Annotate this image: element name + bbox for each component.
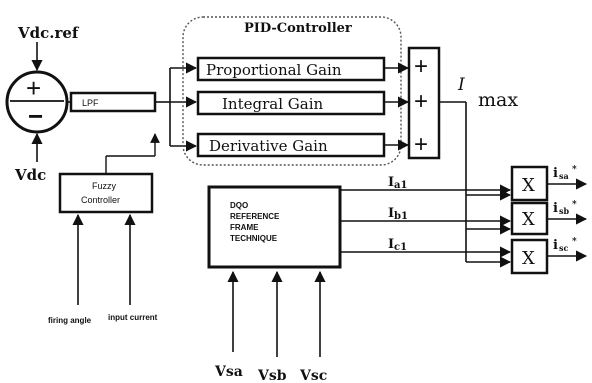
vsc-label: Vsc <box>299 368 327 383</box>
vdc-label: Vdc <box>14 166 46 184</box>
multiplier-b <box>510 201 549 236</box>
isb-sup: * <box>572 200 577 210</box>
isb-label: i <box>553 201 558 216</box>
isc-sup: * <box>572 237 577 247</box>
proportional-gain-block <box>196 56 386 82</box>
vdc-ref-label: Vdc.ref <box>17 24 80 42</box>
ib1-sub: b1 <box>394 211 408 222</box>
summer-plus: + <box>26 73 41 103</box>
isb-sub: sb <box>559 206 570 216</box>
isc-sub: sc <box>559 243 569 253</box>
fuzzy-controller-block <box>58 172 154 214</box>
multiplier-a <box>510 165 549 202</box>
firing-angle-label: firing angle <box>48 316 92 325</box>
vsa-label: Vsa <box>214 364 243 380</box>
imax-sub: max <box>478 89 518 111</box>
isa-label: i <box>553 166 558 181</box>
integral-gain-block <box>196 90 386 116</box>
derivative-gain-label: Derivative Gain <box>209 137 328 155</box>
adder-plus-2: + <box>414 88 428 115</box>
dqo-line2: REFERENCE <box>230 212 280 221</box>
lpf-label: LPF <box>82 98 99 108</box>
isa-sup: * <box>572 165 577 175</box>
multiplier-b-symbol: X <box>522 209 535 230</box>
input-current-label: input current <box>108 313 158 322</box>
vsb-label: Vsb <box>257 368 287 383</box>
fuzzy-line2: Controller <box>81 195 120 205</box>
proportional-gain-label: Proportional Gain <box>206 61 342 79</box>
adder-block <box>407 46 441 160</box>
adder-plus-3: + <box>414 131 428 158</box>
ia1-sub: a1 <box>394 180 407 191</box>
ib1-label: I <box>388 206 394 221</box>
pid-controller-group <box>182 16 402 166</box>
isc-label: i <box>553 238 558 253</box>
summer-minus: − <box>28 101 43 131</box>
dqo-line3: FRAME <box>230 223 259 232</box>
ic1-sub: c1 <box>394 242 407 253</box>
ic1-label: I <box>388 237 394 252</box>
adder-plus-1: + <box>414 53 428 80</box>
multiplier-c-symbol: X <box>522 248 535 269</box>
isa-sub: sa <box>559 171 569 181</box>
pid-title: PID-Controller <box>244 21 352 36</box>
dqo-line1: DQO <box>230 201 248 210</box>
fuzzy-line1: Fuzzy <box>92 181 117 191</box>
multiplier-a-symbol: X <box>522 175 535 196</box>
dqo-block <box>207 185 342 269</box>
dqo-line4: TECHNIQUE <box>230 234 278 243</box>
ia1-label: I <box>388 175 394 190</box>
integral-gain-label: Integral Gain <box>222 95 323 113</box>
imax-symbol: I <box>457 75 465 95</box>
